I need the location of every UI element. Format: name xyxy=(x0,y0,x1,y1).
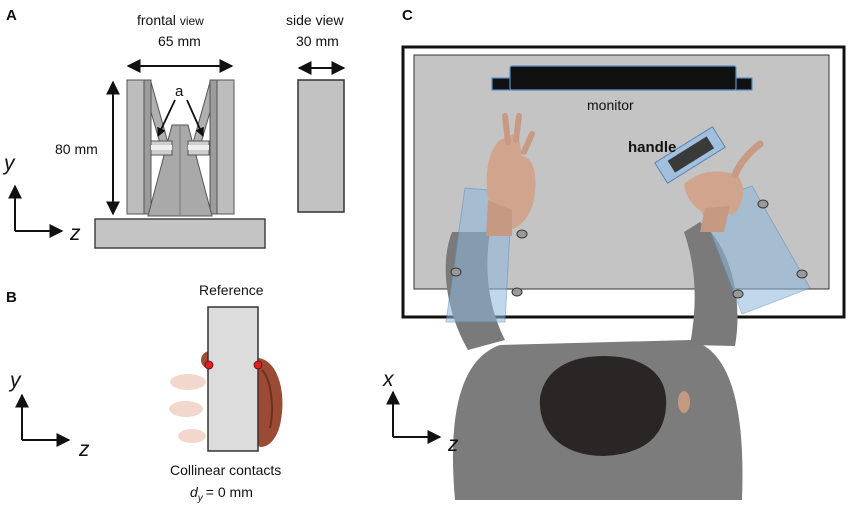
collinear-caption: Collinear contacts xyxy=(170,462,281,478)
axis-z-c: z xyxy=(447,433,459,456)
panel-label-a: A xyxy=(6,7,17,24)
height-label: 80 mm xyxy=(55,141,98,157)
side-view-label: side view xyxy=(286,12,344,28)
contact-label-a: a xyxy=(175,83,184,100)
panel-c: C monitor handle xyxy=(382,7,846,500)
contact-point-left xyxy=(204,360,214,370)
axis-y-b: y xyxy=(8,369,22,392)
side-width-label: 30 mm xyxy=(296,33,339,49)
dy-value: dy= 0 mm xyxy=(190,484,253,504)
frontal-width-label: 65 mm xyxy=(158,33,201,49)
axis-y-a: y xyxy=(2,152,16,175)
monitor xyxy=(491,65,753,91)
axes-b: y z xyxy=(8,369,90,461)
handle-device xyxy=(654,126,726,184)
reference-label: Reference xyxy=(199,282,264,298)
contact-arrow-right xyxy=(186,99,204,137)
panel-label-b: B xyxy=(6,289,17,306)
panel-b: B Reference Collinear contacts dy= 0 mm … xyxy=(6,282,283,504)
person-illustration xyxy=(445,113,811,500)
axis-z-a: z xyxy=(69,222,81,245)
panel-a: A frontal view 65 mm side view 30 mm 80 … xyxy=(2,7,346,249)
contact-arrow-left xyxy=(157,99,176,137)
side-view-device xyxy=(297,79,345,213)
axis-x-c: x xyxy=(382,368,395,391)
reference-device xyxy=(207,306,259,452)
contact-point-right xyxy=(253,360,263,370)
monitor-label: monitor xyxy=(587,97,634,113)
panel-label-c: C xyxy=(402,7,413,24)
handle-label: handle xyxy=(628,139,676,156)
axes-c: x z xyxy=(382,368,459,456)
frontal-view-label: frontal view xyxy=(137,12,204,28)
frontal-view-device xyxy=(94,79,266,249)
axis-z-b: z xyxy=(78,438,90,461)
axes-a: y z xyxy=(2,152,81,245)
